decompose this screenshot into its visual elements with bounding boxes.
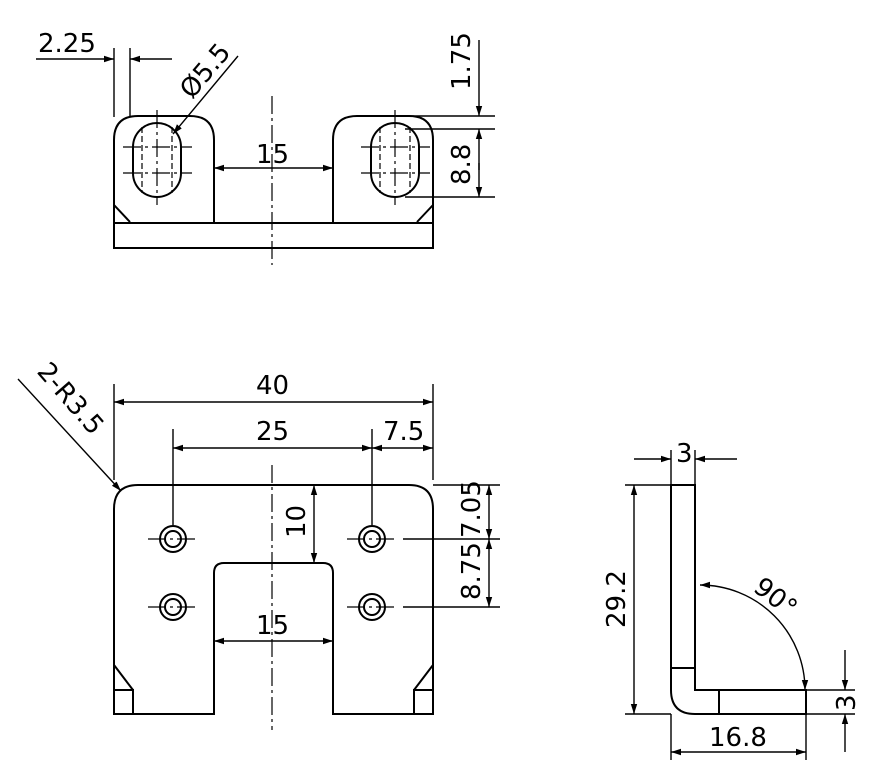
side-thickness-side-dim-label: 3 — [832, 694, 862, 711]
front-hole-top-dim-label: 7.05 — [457, 480, 487, 538]
front-view-centerlines — [148, 465, 397, 730]
side-base-len-dim-label: 16.8 — [709, 723, 767, 753]
front-view-ear-lines — [113, 662, 434, 715]
front-hole-spacing-dim-label: 8.75 — [457, 542, 487, 600]
top-view: 2.25 Ø5.5 15 1.75 8.8 — [36, 29, 495, 265]
side-thickness-top-dim-label: 3 — [676, 439, 693, 469]
side-angle-label: 90° — [748, 572, 803, 624]
top-view-base-plate — [113, 222, 434, 249]
top-view-centerlines — [123, 96, 430, 265]
top-hole-dia-label: Ø5.5 — [174, 38, 237, 105]
front-hole-edge-dim-label: 7.5 — [383, 417, 424, 447]
top-view-left-slot-dashes — [141, 127, 173, 193]
top-gap-dim-label: 15 — [256, 140, 289, 170]
top-edge-dim-label: 1.75 — [447, 32, 477, 90]
side-view: 3 29.2 90° 3 16.8 — [602, 439, 862, 760]
front-corner-radius-label: 2-R3.5 — [31, 357, 110, 441]
side-height-dim-label: 29.2 — [602, 570, 632, 628]
top-view-right-slot-dashes — [379, 127, 411, 193]
front-hole-pitch-dim-label: 25 — [256, 417, 289, 447]
front-slot-width-dim-label: 15 — [256, 611, 289, 641]
front-view: 40 25 7.5 2-R3.5 10 7.05 8.75 15 — [17, 357, 500, 730]
top-slot-len-dim-label: 8.8 — [447, 144, 477, 185]
front-width-dim-label: 40 — [256, 371, 289, 401]
front-slot-depth-dim-label: 10 — [282, 505, 312, 538]
top-offset-dim-label: 2.25 — [38, 29, 96, 59]
side-view-profile — [670, 484, 807, 715]
top-view-left-ear — [113, 115, 215, 223]
